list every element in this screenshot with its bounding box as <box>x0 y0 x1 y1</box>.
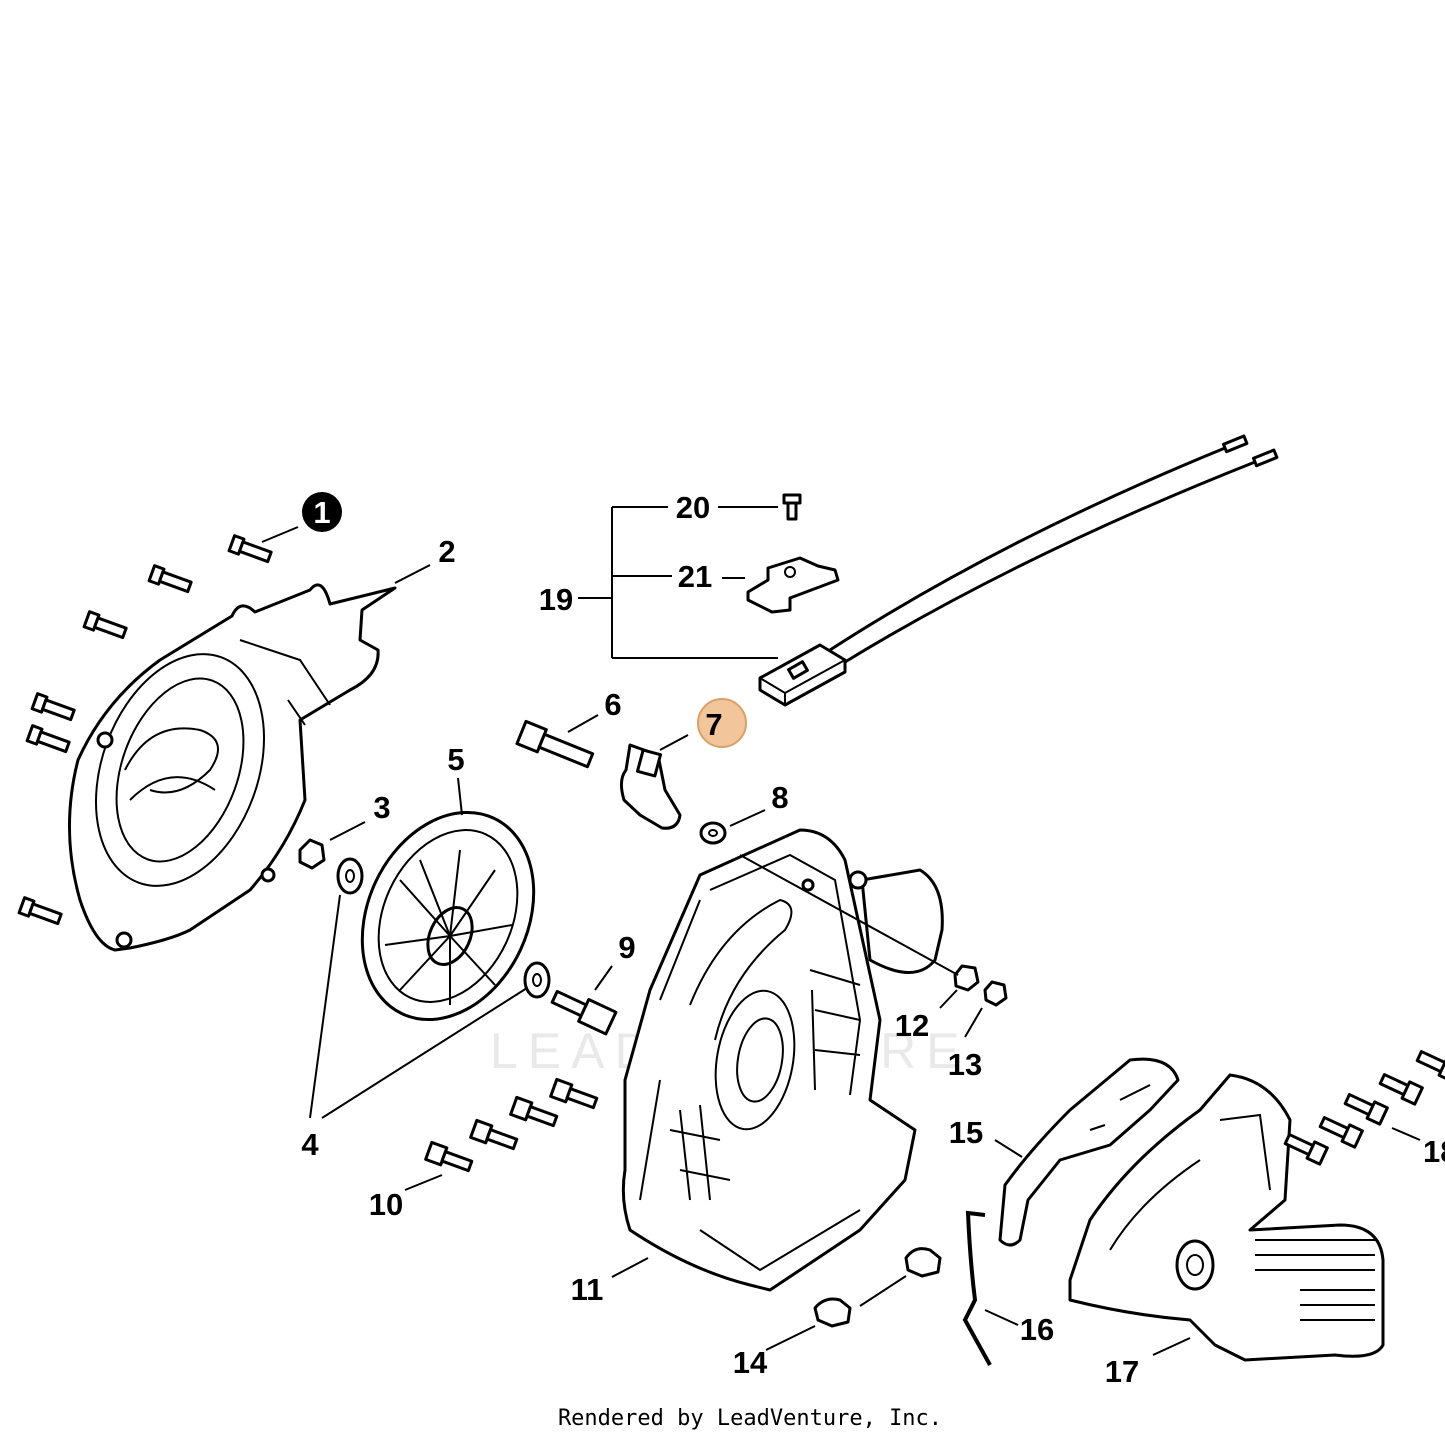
svg-text:19: 19 <box>539 582 573 617</box>
svg-text:10: 10 <box>369 1187 403 1222</box>
callout-5[interactable]: 5 <box>447 742 464 777</box>
callout-9[interactable]: 9 <box>618 930 635 965</box>
callout-1[interactable]: 1 <box>302 492 342 532</box>
svg-text:1: 1 <box>313 495 330 530</box>
callout-15[interactable]: 15 <box>949 1115 983 1150</box>
callout-18[interactable]: 18 <box>1423 1134 1445 1169</box>
svg-text:15: 15 <box>949 1115 983 1150</box>
callout-14[interactable]: 14 <box>733 1345 768 1380</box>
screws-10-drawing <box>424 1077 599 1173</box>
callout-20[interactable]: 20 <box>676 490 710 525</box>
svg-text:13: 13 <box>948 1047 982 1082</box>
svg-text:3: 3 <box>373 790 390 825</box>
callout-11[interactable]: 11 <box>571 1272 604 1307</box>
callout-12[interactable]: 12 <box>895 1008 929 1043</box>
callout-4[interactable]: 4 <box>301 1127 319 1162</box>
svg-text:11: 11 <box>571 1272 604 1307</box>
nut-washer-drawing <box>298 838 551 999</box>
svg-text:16: 16 <box>1020 1312 1054 1347</box>
footer-credit: Rendered by LeadVenture, Inc. <box>558 1406 942 1431</box>
callout-8[interactable]: 8 <box>771 780 788 815</box>
callout-7-highlighted[interactable]: 7 <box>697 698 747 748</box>
svg-text:4: 4 <box>301 1127 319 1162</box>
washer-8-drawing <box>699 821 727 845</box>
callout-21[interactable]: 21 <box>678 559 712 594</box>
svg-text:12: 12 <box>895 1008 929 1043</box>
callout-2[interactable]: 2 <box>438 534 455 569</box>
switch-cable-drawing <box>758 434 1279 707</box>
svg-text:14: 14 <box>733 1345 768 1380</box>
ignition-part-drawing <box>619 743 682 830</box>
fan-wheel-drawing <box>360 810 536 1022</box>
screw-20-drawing <box>782 493 802 521</box>
svg-text:5: 5 <box>447 742 464 777</box>
svg-text:9: 9 <box>618 930 635 965</box>
screws-18-drawing <box>1283 1050 1445 1166</box>
housing-screws-drawing <box>17 534 273 926</box>
bolt-6-drawing <box>515 719 595 769</box>
callout-3[interactable]: 3 <box>373 790 390 825</box>
svg-text:2: 2 <box>438 534 455 569</box>
callout-19[interactable]: 19 <box>539 582 573 617</box>
callout-17[interactable]: 17 <box>1105 1354 1139 1389</box>
bolt-9-drawing <box>550 989 618 1036</box>
callout-6[interactable]: 6 <box>604 687 621 722</box>
rod-16-drawing <box>962 1210 992 1366</box>
nuts-12-13-drawing <box>953 964 1008 1007</box>
lever-15-drawing <box>998 1057 1180 1247</box>
clamp-21-drawing <box>746 556 840 614</box>
svg-text:6: 6 <box>604 687 621 722</box>
engine-housing-drawing <box>621 828 944 1292</box>
fan-housing-drawing <box>68 583 397 952</box>
svg-text:17: 17 <box>1105 1354 1139 1389</box>
plugs-14-drawing <box>813 1247 942 1328</box>
svg-text:18: 18 <box>1423 1134 1445 1169</box>
callout-10[interactable]: 10 <box>369 1187 403 1222</box>
callout-16[interactable]: 16 <box>1020 1312 1054 1347</box>
svg-text:8: 8 <box>771 780 788 815</box>
shroud-17-drawing <box>1068 1073 1385 1362</box>
leader-lines <box>261 506 1421 1356</box>
svg-text:20: 20 <box>676 490 710 525</box>
svg-text:21: 21 <box>678 559 712 594</box>
callout-13[interactable]: 13 <box>948 1047 982 1082</box>
svg-text:7: 7 <box>705 707 722 742</box>
